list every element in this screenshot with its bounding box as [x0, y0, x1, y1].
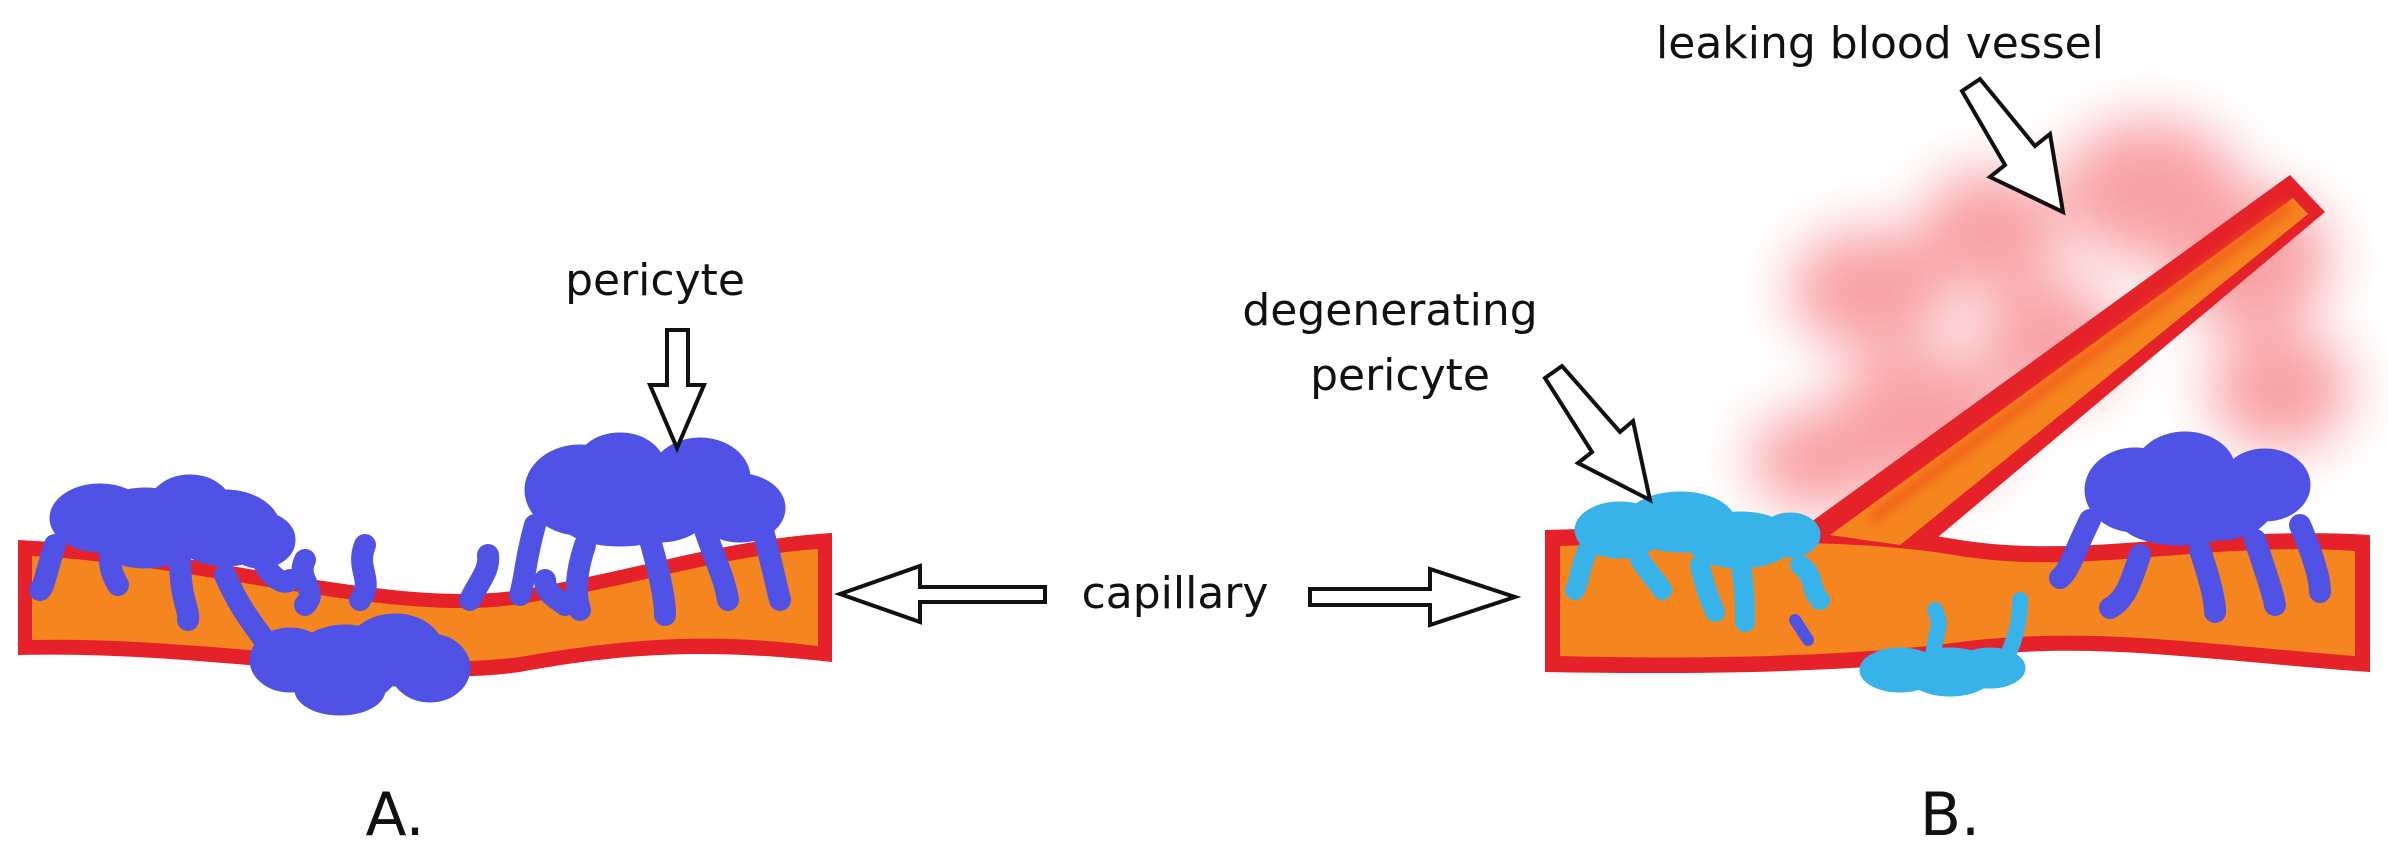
panel-a: pericyte [18, 255, 832, 716]
capillary-arrow-right [1308, 566, 1522, 628]
leaking-vessel-wall [1800, 175, 2325, 548]
capillary-label: capillary [1082, 568, 1269, 619]
pericyte-b-degenerating-bottom [1859, 592, 2028, 697]
pericyte-arrow [646, 328, 708, 454]
panel-b-label: B. [1920, 780, 1980, 850]
leaking-vessel [1800, 175, 2325, 548]
leaking-vessel-label: leaking blood vessel [1656, 18, 2104, 69]
leaking-vessel-arrow [1959, 76, 2066, 216]
leaking-vessel-streak [1867, 201, 2293, 524]
degenerating-pericyte-label-line2: pericyte [1310, 350, 1490, 401]
capillary-callout: capillary [833, 563, 1522, 628]
pericyte-b-fragment [1789, 614, 1814, 646]
panel-a-label: A. [365, 780, 424, 850]
pericyte-b-healthy-right [2049, 431, 2331, 623]
capillary-b-lumen [1560, 542, 2355, 658]
panel-b: degenerating pericyte leaking blood vess… [1242, 18, 2370, 697]
degenerating-pericyte-arrow [1542, 363, 1653, 504]
pericyte-a-bottom [249, 534, 500, 716]
capillary-arrow-left [833, 563, 1047, 625]
pericyte-label: pericyte [565, 255, 745, 306]
pericyte-a-right [509, 432, 791, 626]
pericyte-b-degenerating-left [1565, 491, 1830, 632]
degenerating-pericyte-label-line1: degenerating [1242, 285, 1537, 336]
capillary-a-lumen [32, 549, 818, 662]
pericyte-a-left [29, 474, 301, 661]
